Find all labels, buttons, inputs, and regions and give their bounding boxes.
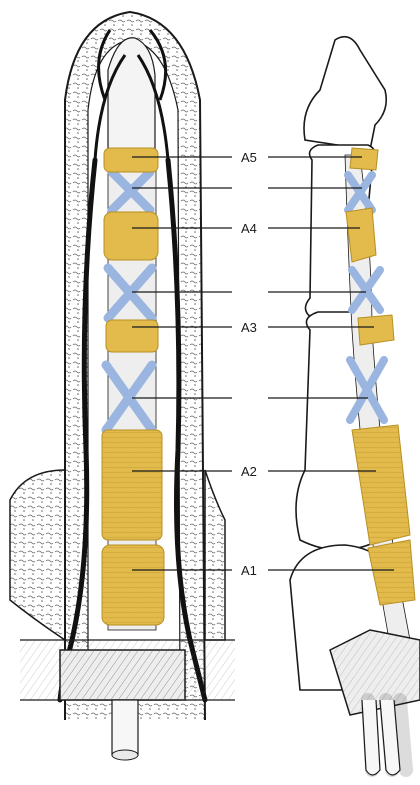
web-tissue-left bbox=[10, 470, 65, 640]
distal-phalanx bbox=[108, 38, 155, 150]
label-a4: A4 bbox=[241, 221, 257, 236]
fascia-band bbox=[20, 640, 235, 700]
lateral-tendon-outlines bbox=[362, 700, 400, 775]
label-a1: A1 bbox=[241, 563, 257, 578]
lateral-view bbox=[290, 37, 420, 775]
lateral-distal-phalanx bbox=[304, 37, 386, 150]
label-a5: A5 bbox=[241, 150, 257, 165]
web-tissue-right bbox=[205, 470, 225, 640]
label-a3: A3 bbox=[241, 320, 257, 335]
palmar-view bbox=[10, 12, 235, 760]
tendon-cut-end bbox=[112, 750, 138, 760]
deep-tendon-stub bbox=[112, 700, 138, 755]
label-a2: A2 bbox=[241, 464, 257, 479]
